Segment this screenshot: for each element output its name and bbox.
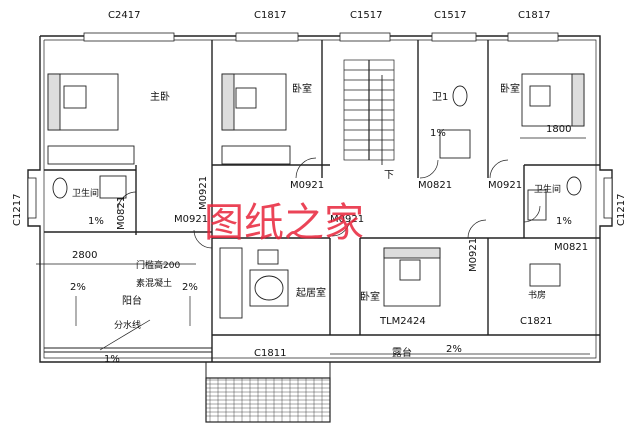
top-window-frames: [27, 32, 613, 219]
window-label: C2417: [108, 10, 140, 21]
stair-direction: 下: [384, 170, 394, 181]
slope-label: 2%: [446, 344, 462, 355]
window-label: TLM2424: [379, 316, 426, 327]
door-swings: [117, 157, 541, 249]
door-label: M0921: [290, 180, 324, 191]
left-window-label: C1217: [12, 194, 23, 226]
room-study: 书房: [528, 289, 546, 301]
watermark: 图纸之家: [204, 200, 364, 246]
slope-label: 2%: [182, 282, 198, 293]
slope-label: 1%: [430, 128, 446, 139]
door-label: M0921: [174, 214, 208, 225]
window-label: C1817: [254, 10, 286, 21]
sill-sub-label: 素混凝土: [136, 277, 172, 289]
door-label: M0921: [468, 238, 479, 272]
annotation-lines: [36, 137, 590, 355]
room-bath1: 卫1: [432, 92, 448, 103]
slope-label: 2%: [70, 282, 86, 293]
window-label: C1517: [350, 10, 382, 21]
staircase: [343, 59, 395, 165]
room-labels: 主卧 卧室 卫1 卧室 卫生间 卫生间 阳台 起居室 卧室 书房 露台: [72, 82, 561, 359]
dimension-label: 1800: [546, 124, 571, 135]
misc-labels: 下 2800 1800 门槛高200 素混凝土 分水线 TLM2424 C182…: [72, 124, 571, 359]
room-bedroom2: 卧室: [292, 82, 312, 95]
parting-line-label: 分水线: [114, 319, 141, 331]
room-left-bath: 卫生间: [72, 187, 99, 199]
room-terrace: 露台: [392, 346, 412, 359]
door-label: M0921: [330, 214, 364, 225]
slope-label: 1%: [104, 354, 120, 365]
furniture: [47, 73, 585, 319]
door-label: M0921: [198, 176, 209, 210]
room-master: 主卧: [150, 90, 170, 103]
slope-label: 1%: [88, 216, 104, 227]
top-window-labels: C2417 C1817 C1517 C1517 C1817: [108, 10, 550, 21]
window-label: C1517: [434, 10, 466, 21]
exterior-walls: [27, 35, 613, 363]
interior-walls: [44, 40, 600, 362]
door-labels: M0921 M0821 M0921 M0821 M0921 M0921 M092…: [116, 176, 588, 272]
window-label: C1821: [520, 316, 552, 327]
door-label: M0821: [418, 180, 452, 191]
door-label: M0821: [116, 196, 127, 230]
slope-labels: 1% 1% 1% 2% 2% 1% 2%: [70, 128, 572, 365]
balcony-railing: [44, 347, 212, 353]
room-balcony: 阳台: [122, 294, 142, 307]
entrance-steps: [205, 362, 331, 423]
door-label: M0921: [488, 180, 522, 191]
sill-label: 门槛高200: [136, 259, 180, 271]
room-bedroom4: 卧室: [360, 290, 380, 303]
window-label: C1811: [254, 348, 286, 359]
room-bedroom3: 卧室: [500, 82, 520, 95]
room-living: 起居室: [296, 286, 326, 299]
window-label: C1817: [518, 10, 550, 21]
slope-label: 1%: [556, 216, 572, 227]
right-window-label: C1217: [616, 194, 627, 226]
dimension-label: 2800: [72, 250, 97, 261]
room-right-bath: 卫生间: [534, 183, 561, 195]
door-label: M0821: [554, 242, 588, 253]
